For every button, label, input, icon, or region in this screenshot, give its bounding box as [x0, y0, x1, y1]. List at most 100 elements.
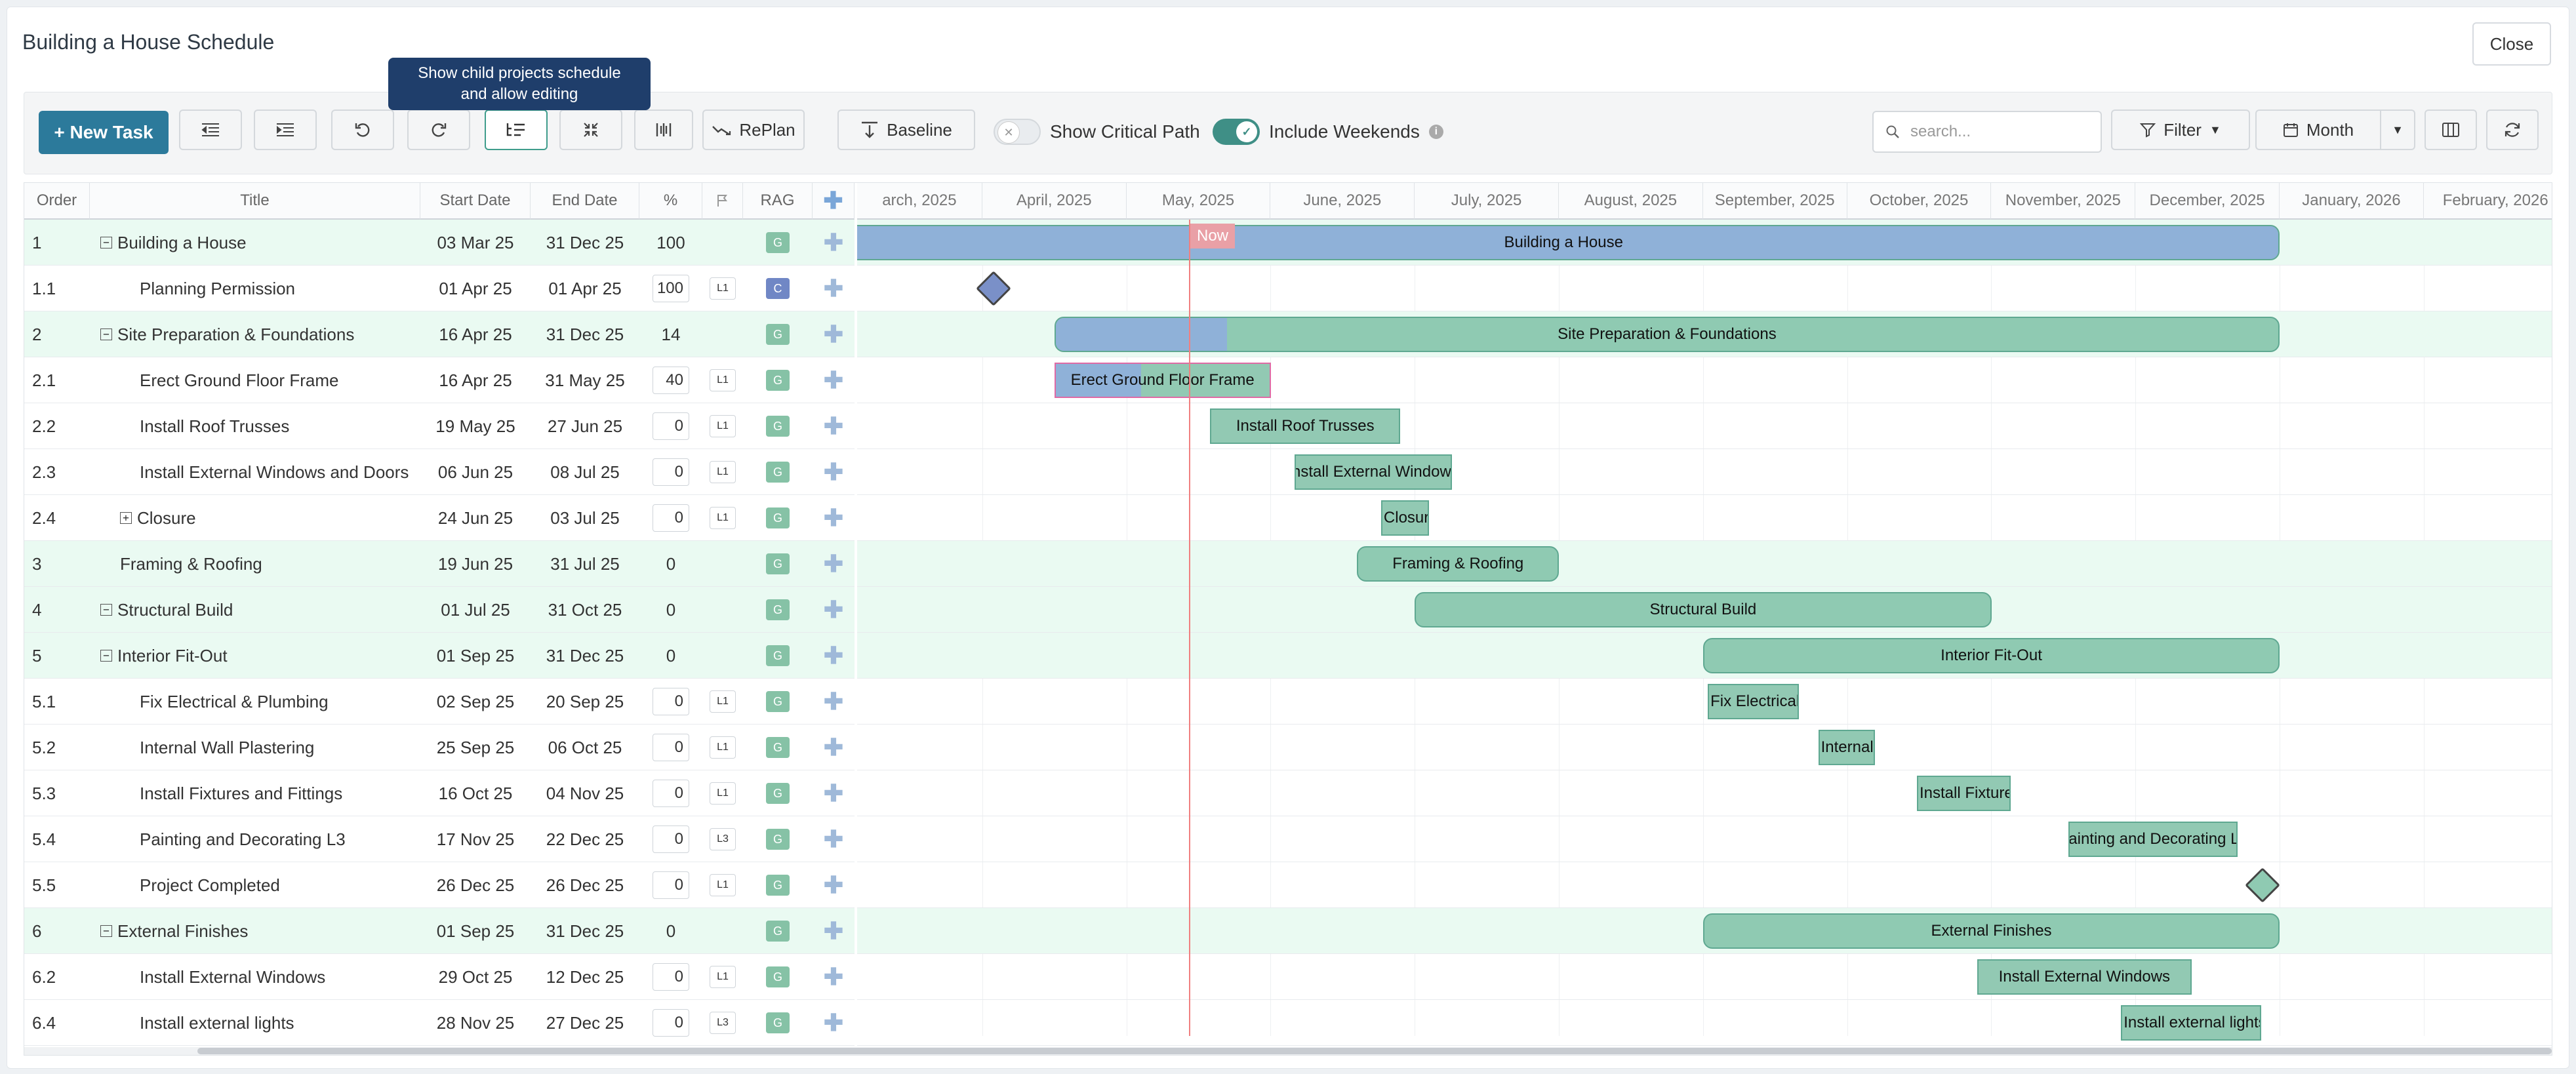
- task-title-cell[interactable]: Internal Wall Plastering: [140, 725, 420, 770]
- task-end-date[interactable]: 06 Oct 25: [548, 737, 622, 757]
- scrollbar-thumb[interactable]: [197, 1048, 2552, 1054]
- task-start-date[interactable]: 26 Dec 25: [436, 875, 515, 895]
- task-level-badge[interactable]: L3: [710, 1012, 736, 1034]
- task-pct-input[interactable]: 0: [653, 780, 689, 807]
- view-mode-button[interactable]: Month: [2255, 109, 2381, 150]
- summary-bar[interactable]: External Finishes: [1702, 913, 2280, 949]
- add-subtask-icon[interactable]: ✚: [823, 550, 844, 577]
- critical-path-toggle[interactable]: ✕: [994, 119, 1041, 145]
- task-end-date[interactable]: 31 Jul 25: [550, 553, 620, 574]
- add-subtask-icon[interactable]: ✚: [823, 321, 844, 348]
- task-pct-input[interactable]: 0: [653, 458, 689, 486]
- task-title-cell[interactable]: Erect Ground Floor Frame: [140, 357, 420, 403]
- task-start-date[interactable]: 17 Nov 25: [436, 829, 515, 849]
- task-end-date[interactable]: 26 Dec 25: [546, 875, 624, 895]
- task-pct-input[interactable]: 0: [653, 1009, 689, 1037]
- task-end-date[interactable]: 31 May 25: [545, 370, 625, 390]
- search-input[interactable]: [1909, 122, 2089, 142]
- task-end-date[interactable]: 04 Nov 25: [546, 783, 624, 803]
- summary-bar[interactable]: Structural Build: [1415, 592, 1992, 627]
- task-level-badge[interactable]: L1: [710, 736, 736, 759]
- add-subtask-icon[interactable]: ✚: [823, 412, 844, 439]
- task-title-cell[interactable]: −External Finishes: [100, 908, 420, 954]
- task-level-badge[interactable]: L1: [710, 369, 736, 391]
- collapse-row-icon[interactable]: −: [100, 604, 112, 616]
- add-column-button[interactable]: ✚: [813, 183, 855, 220]
- task-start-date[interactable]: 02 Sep 25: [436, 691, 515, 711]
- close-button[interactable]: Close: [2472, 22, 2551, 66]
- summary-bar[interactable]: Building a House: [857, 225, 2280, 260]
- task-start-date[interactable]: 16 Apr 25: [439, 324, 512, 344]
- task-bar[interactable]: Install external lights: [2121, 1005, 2261, 1041]
- task-bar[interactable]: Fix Electrical & Plumbing: [1708, 684, 1800, 719]
- task-start-date[interactable]: 25 Sep 25: [436, 737, 515, 757]
- task-title-cell[interactable]: Painting and Decorating L3: [140, 816, 420, 862]
- task-pct-input[interactable]: 0: [653, 825, 689, 853]
- task-start-date[interactable]: 01 Jul 25: [441, 599, 510, 620]
- col-header-title[interactable]: Title: [90, 183, 420, 220]
- task-bar[interactable]: Closure: [1380, 500, 1429, 536]
- task-title-cell[interactable]: Install External Windows and Doors: [140, 449, 420, 495]
- add-subtask-icon[interactable]: ✚: [823, 596, 844, 623]
- add-subtask-icon[interactable]: ✚: [823, 642, 844, 669]
- task-end-date[interactable]: 22 Dec 25: [546, 829, 624, 849]
- task-level-badge[interactable]: L1: [710, 782, 736, 805]
- rag-badge[interactable]: G: [766, 829, 790, 850]
- collapse-row-icon[interactable]: −: [100, 237, 112, 249]
- task-pct-input[interactable]: 0: [653, 504, 689, 532]
- collapse-row-icon[interactable]: −: [100, 925, 112, 937]
- task-level-badge[interactable]: L1: [710, 966, 736, 988]
- task-end-date[interactable]: 31 Dec 25: [546, 921, 624, 941]
- task-start-date[interactable]: 29 Oct 25: [438, 966, 513, 987]
- replan-button[interactable]: RePlan: [702, 109, 805, 150]
- columns-button[interactable]: [2425, 109, 2477, 150]
- info-icon[interactable]: i: [1428, 125, 1443, 139]
- task-pct-input[interactable]: 0: [653, 963, 689, 991]
- task-bar[interactable]: Painting and Decorating L3: [2068, 822, 2238, 857]
- task-pct-input[interactable]: 0: [653, 412, 689, 440]
- task-level-badge[interactable]: L1: [710, 874, 736, 896]
- task-start-date[interactable]: 19 Jun 25: [437, 553, 513, 574]
- task-end-date[interactable]: 31 Dec 25: [546, 324, 624, 344]
- task-start-date[interactable]: 16 Oct 25: [438, 783, 513, 803]
- rag-badge[interactable]: G: [766, 783, 790, 804]
- col-header-end[interactable]: End Date: [531, 183, 639, 220]
- task-start-date[interactable]: 16 Apr 25: [439, 370, 512, 390]
- task-title-cell[interactable]: Framing & Roofing: [120, 541, 420, 587]
- task-bar[interactable]: Install Roof Trusses: [1210, 408, 1401, 444]
- task-end-date[interactable]: 31 Dec 25: [546, 232, 624, 252]
- col-header-level[interactable]: [702, 183, 743, 220]
- baseline-button[interactable]: Baseline: [837, 109, 975, 150]
- add-subtask-icon[interactable]: ✚: [823, 963, 844, 990]
- task-title-cell[interactable]: Install external lights: [140, 1000, 420, 1046]
- task-start-date[interactable]: 06 Jun 25: [437, 462, 513, 482]
- rag-badge[interactable]: G: [766, 921, 790, 942]
- task-end-date[interactable]: 27 Dec 25: [546, 1012, 624, 1033]
- add-subtask-icon[interactable]: ✚: [823, 688, 844, 715]
- add-subtask-icon[interactable]: ✚: [823, 1009, 844, 1036]
- rag-badge[interactable]: G: [766, 507, 790, 528]
- col-header-order[interactable]: Order: [24, 183, 90, 220]
- task-bar[interactable]: Internal Wall Plastering: [1818, 730, 1876, 765]
- task-pct-input[interactable]: 0: [653, 688, 689, 715]
- add-subtask-icon[interactable]: ✚: [823, 275, 844, 302]
- rag-badge[interactable]: G: [766, 599, 790, 620]
- task-end-date[interactable]: 31 Oct 25: [548, 599, 622, 620]
- task-level-badge[interactable]: L3: [710, 828, 736, 850]
- summary-bar[interactable]: Site Preparation & Foundations: [1054, 317, 2280, 352]
- task-start-date[interactable]: 01 Sep 25: [436, 921, 515, 941]
- rag-badge[interactable]: G: [766, 966, 790, 987]
- rag-badge[interactable]: G: [766, 462, 790, 483]
- task-bar[interactable]: Erect Ground Floor Frame: [1054, 363, 1271, 398]
- collapse-row-icon[interactable]: −: [100, 328, 112, 340]
- add-subtask-icon[interactable]: ✚: [823, 780, 844, 806]
